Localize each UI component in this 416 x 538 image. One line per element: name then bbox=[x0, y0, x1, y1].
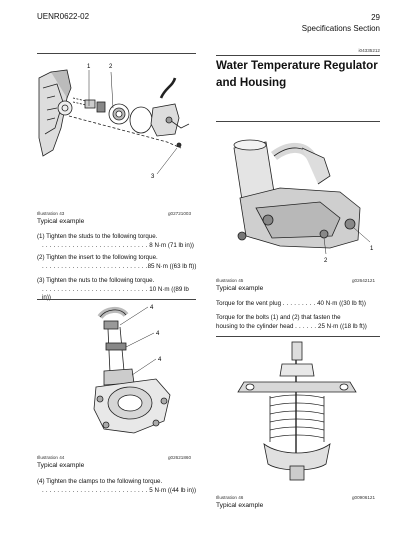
torque-value: 5 N·m ((44 lb in)) bbox=[149, 486, 197, 494]
bolt-torque: Torque for the bolts (1) and (2) that fa… bbox=[216, 314, 384, 331]
callout-2: 2 bbox=[324, 258, 328, 264]
section-title: Water Temperature Regulator and Housing bbox=[216, 57, 378, 91]
divider bbox=[37, 53, 196, 54]
torque-step-1: (1) Tighten the studs to the following t… bbox=[37, 233, 199, 250]
callout-1: 1 bbox=[370, 246, 374, 252]
spec-text: Torque for the vent plug bbox=[216, 300, 282, 307]
illustration-ref: g02642121 bbox=[352, 278, 375, 283]
illustration-ref: g02621860 bbox=[168, 455, 191, 460]
illustration-45-drawing: 1 2 bbox=[233, 139, 374, 264]
callout-1: 1 bbox=[87, 64, 91, 70]
title-line: and Housing bbox=[216, 76, 287, 89]
illustration-caption: Typical example bbox=[216, 285, 264, 292]
page-header-right: 29 Specifications Section bbox=[302, 12, 380, 34]
illustration-ref: g02721003 bbox=[168, 211, 191, 216]
illustration-label: Illustration 46 bbox=[216, 495, 244, 500]
document-ref: i04335212 bbox=[358, 48, 380, 53]
illustration-ref: g00906121 bbox=[352, 495, 375, 500]
leader-dots: . . . . . . . . . . . . . . . . . . . . … bbox=[42, 262, 148, 270]
spec-text: Torque for the bolts (1) and (2) that fa… bbox=[216, 314, 341, 321]
illustration-label: Illustration 43 bbox=[37, 211, 65, 216]
vent-plug-torque: Torque for the vent plug . . . . . . . .… bbox=[216, 300, 384, 309]
divider bbox=[216, 336, 380, 337]
illustration-caption: Typical example bbox=[216, 502, 264, 509]
torque-step-2: (2) Tighten the insert to the following … bbox=[37, 254, 199, 271]
step-text: (3) Tighten the nuts to the following to… bbox=[37, 277, 155, 284]
step-text: (1) Tighten the studs to the following t… bbox=[37, 233, 158, 240]
torque-value: 40 N·m ((30 lb ft)) bbox=[317, 300, 366, 307]
illustration-label: Illustration 44 bbox=[37, 455, 65, 460]
document-id: UENR0622-02 bbox=[37, 12, 90, 21]
illustration-caption: Typical example bbox=[37, 462, 85, 469]
leader-dots: . . . . . . . . . . . . . . . . . . . . … bbox=[42, 285, 148, 293]
torque-value: 10 N·m ((89 lb in)) bbox=[42, 285, 189, 302]
leader-dots: . . . . . . . . . bbox=[282, 300, 316, 307]
divider bbox=[216, 55, 380, 56]
leader-dots: . . . . . . . . . . . . . . . . . . . . … bbox=[42, 486, 148, 494]
torque-value: 25 N·m ((18 lb ft)) bbox=[318, 322, 367, 330]
section-name: Specifications Section bbox=[301, 24, 380, 33]
callout-4: 4 bbox=[158, 357, 162, 363]
leader-dots: . . . . . . bbox=[295, 322, 317, 330]
callout-4: 4 bbox=[156, 331, 160, 337]
torque-value: 8 N·m (71 lb in)) bbox=[149, 241, 194, 249]
illustration-label: Illustration 45 bbox=[216, 278, 244, 283]
illustration-46-drawing bbox=[237, 341, 357, 481]
torque-step-3: (3) Tighten the nuts to the following to… bbox=[37, 277, 199, 303]
divider bbox=[216, 121, 380, 122]
callout-4: 4 bbox=[150, 305, 154, 311]
callout-2: 2 bbox=[109, 64, 113, 70]
spec-text: housing to the cylinder head bbox=[216, 322, 294, 330]
callout-3: 3 bbox=[151, 174, 155, 180]
illustration-44-drawing: 4 4 4 bbox=[93, 305, 171, 434]
illustration-43-drawing: 1 2 3 bbox=[38, 64, 190, 180]
step-text: (2) Tighten the insert to the following … bbox=[37, 254, 158, 261]
page-number: 29 bbox=[371, 13, 380, 22]
leader-dots: . . . . . . . . . . . . . . . . . . . . … bbox=[42, 241, 148, 249]
step-text: (4) Tighten the clamps to the following … bbox=[37, 478, 163, 485]
divider bbox=[37, 299, 196, 300]
torque-value: 85 N·m ((63 lb ft)) bbox=[147, 262, 197, 270]
illustration-caption: Typical example bbox=[37, 218, 85, 225]
torque-step-4: (4) Tighten the clamps to the following … bbox=[37, 478, 199, 495]
title-line: Water Temperature Regulator bbox=[216, 59, 378, 72]
